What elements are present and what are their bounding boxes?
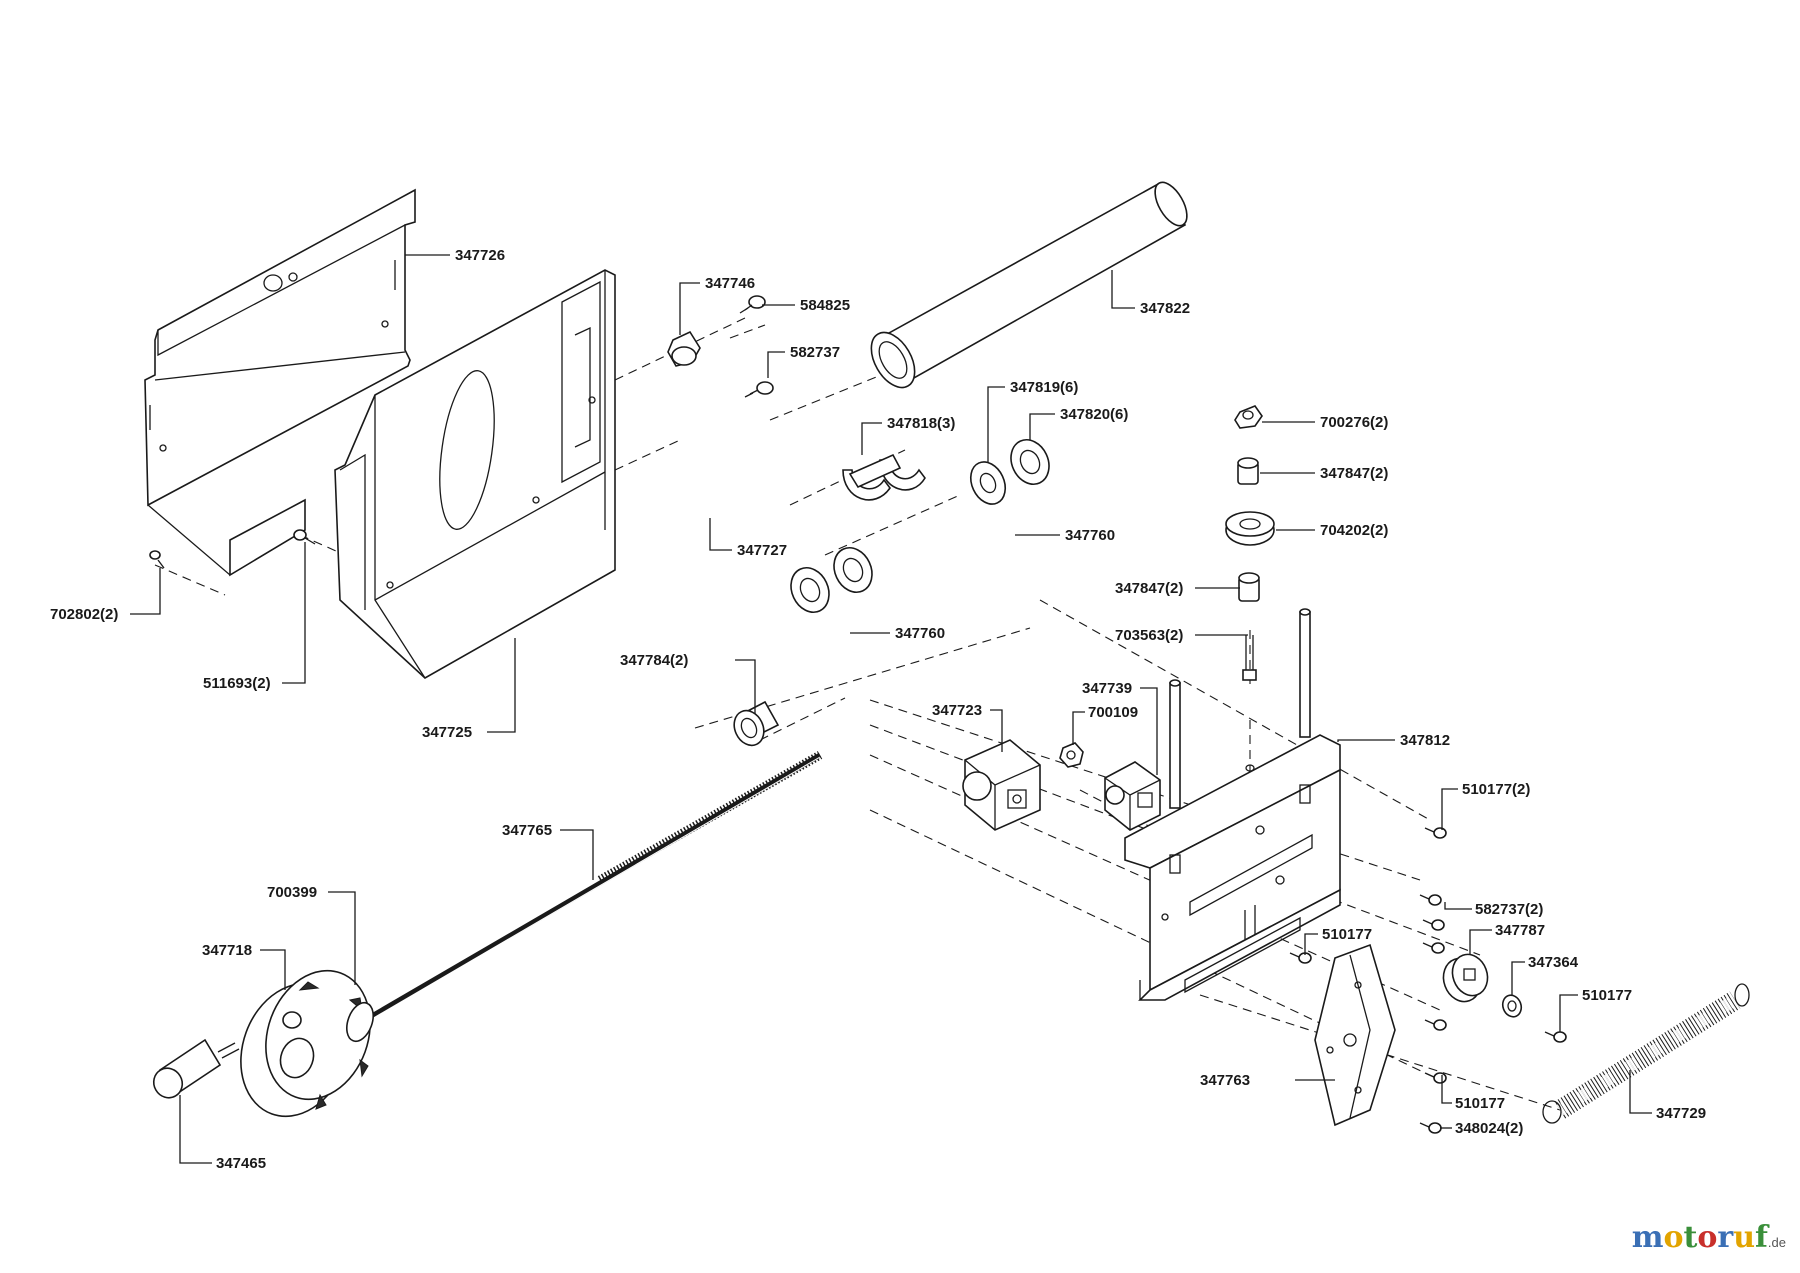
part-704202-bearing [1225, 511, 1275, 546]
callout-labels: 347726 347746 584825 347822 582737 34781… [50, 247, 1706, 1172]
callout-347726: 347726 [455, 247, 505, 264]
part-347725-box-guard [334, 269, 616, 679]
part-584825-screw [739, 295, 766, 314]
callout-347739: 347739 [1082, 680, 1132, 697]
leader-lines [130, 254, 1652, 1164]
part-347819-washer [969, 461, 1007, 505]
part-347364-washer [1501, 994, 1523, 1018]
part-703563-bolt [1242, 635, 1257, 681]
part-347787-pulley [1442, 953, 1489, 1003]
part-347718-handwheel [240, 969, 374, 1118]
part-700276-nut [1234, 405, 1263, 429]
part-347729-spring [1542, 983, 1750, 1124]
part-347820-bushing [1010, 439, 1050, 485]
callout-347725: 347725 [422, 724, 472, 741]
callout-700399: 700399 [267, 884, 317, 901]
watermark-letter: f [1755, 1220, 1768, 1255]
callout-510177-a: 510177(2) [1462, 781, 1530, 798]
part-347739-block [1104, 761, 1161, 831]
watermark-letter: m [1631, 1220, 1664, 1255]
watermark-letter: o [1697, 1220, 1718, 1255]
part-347818-clips [842, 453, 926, 501]
callout-582737: 582737 [790, 344, 840, 361]
watermark-letter: u [1733, 1220, 1756, 1255]
callout-347723: 347723 [932, 702, 982, 719]
part-347847-sleeve-upper [1237, 457, 1259, 485]
callout-347727: 347727 [737, 542, 787, 559]
callout-347784: 347784(2) [620, 652, 688, 669]
small-screws [149, 529, 1567, 1134]
callout-347819: 347819(6) [1010, 379, 1078, 396]
callout-348024: 348024(2) [1455, 1120, 1523, 1137]
callout-347847-b: 347847(2) [1115, 580, 1183, 597]
part-700109-nut [1059, 742, 1084, 768]
callout-347729: 347729 [1656, 1105, 1706, 1122]
callout-704202: 704202(2) [1320, 522, 1388, 539]
watermark-letter: r [1717, 1220, 1734, 1255]
part-347784-spacer [733, 700, 780, 747]
watermark-letter: t [1683, 1220, 1698, 1255]
part-347765-threaded-rod [363, 751, 823, 1023]
motoruf-watermark-logo: motoruf.de [1632, 1220, 1786, 1255]
part-347726-guard-plate [144, 188, 416, 577]
callout-510177-b: 510177 [1322, 926, 1372, 943]
callout-347765: 347765 [502, 822, 552, 839]
callout-347718: 347718 [202, 942, 252, 959]
callout-347822: 347822 [1140, 300, 1190, 317]
callout-582737-b: 582737(2) [1475, 901, 1543, 918]
part-347723-block [962, 739, 1041, 831]
part-347465-handle [152, 1038, 240, 1099]
callout-347847-a: 347847(2) [1320, 465, 1388, 482]
callout-347820: 347820(6) [1060, 406, 1128, 423]
part-347822-tube [870, 181, 1188, 389]
part-347847-sleeve-lower [1238, 572, 1260, 602]
callout-510177-d: 510177 [1455, 1095, 1505, 1112]
callout-347818: 347818(3) [887, 415, 955, 432]
watermark-tld: .de [1767, 1235, 1786, 1250]
callout-347746: 347746 [705, 275, 755, 292]
callout-347364: 347364 [1528, 954, 1579, 971]
callout-347763: 347763 [1200, 1072, 1250, 1089]
watermark-letter: o [1663, 1220, 1684, 1255]
part-lower-washers [790, 547, 873, 613]
part-347763-plate [1314, 943, 1396, 1127]
part-347812-bracket [1124, 608, 1341, 1001]
callout-347760-b: 347760 [895, 625, 945, 642]
callout-703563: 703563(2) [1115, 627, 1183, 644]
callout-702802: 702802(2) [50, 606, 118, 623]
callout-347787: 347787 [1495, 922, 1545, 939]
callout-347465: 347465 [216, 1155, 266, 1172]
callout-347812: 347812 [1400, 732, 1450, 749]
part-347746-bumper [667, 330, 701, 367]
callout-700276: 700276(2) [1320, 414, 1388, 431]
part-582737-screw [744, 381, 774, 398]
callout-584825: 584825 [800, 297, 850, 314]
callout-700109: 700109 [1088, 704, 1138, 721]
callout-510177-c: 510177 [1582, 987, 1632, 1004]
callout-511693: 511693(2) [203, 675, 271, 692]
callout-347760-a: 347760 [1065, 527, 1115, 544]
